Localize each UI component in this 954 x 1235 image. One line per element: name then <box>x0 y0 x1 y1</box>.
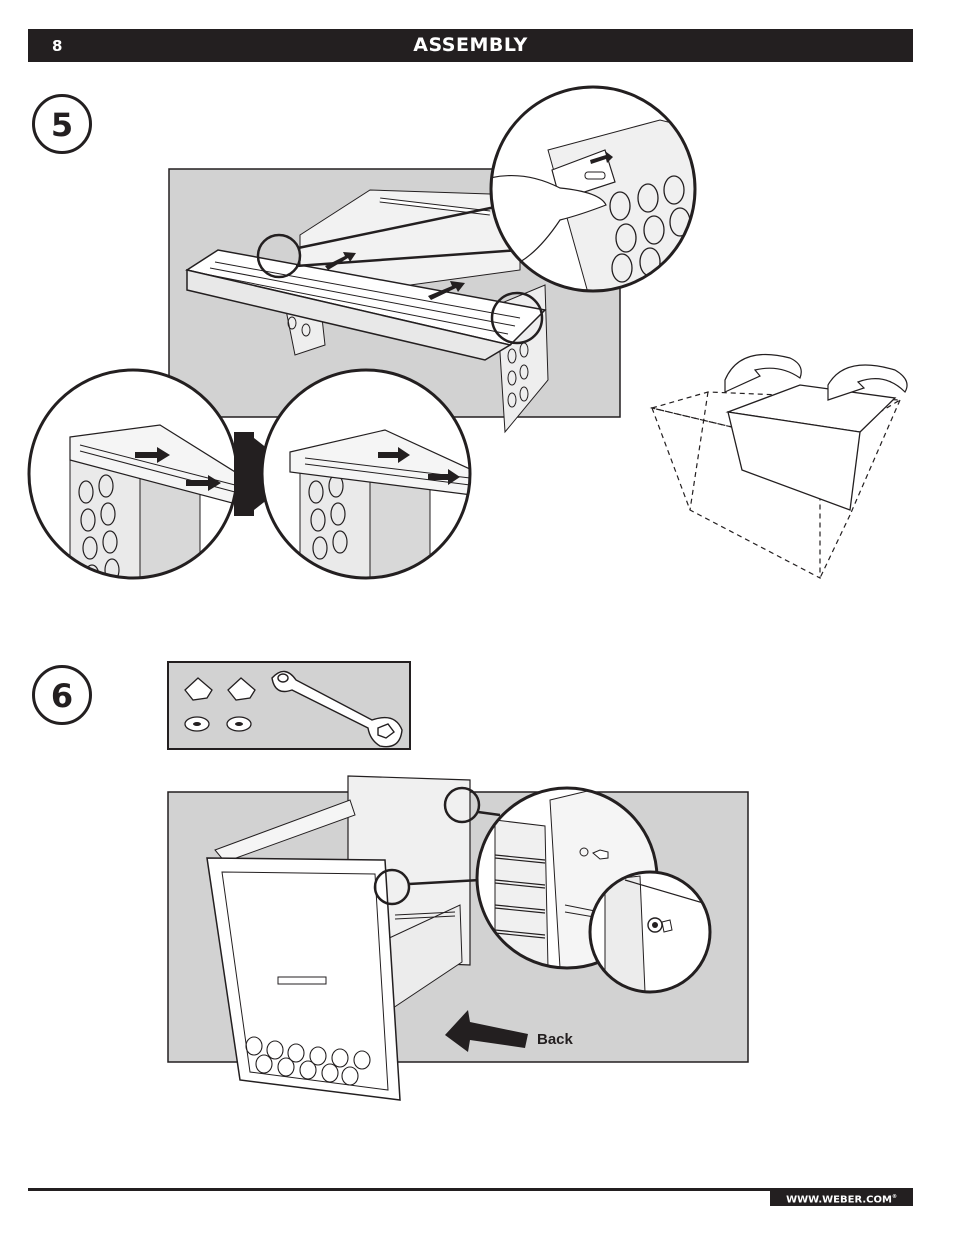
website-url: WWW.WEBER.COM <box>786 1194 892 1205</box>
step-6-illustration <box>168 662 748 1100</box>
back-direction-label: Back <box>537 1031 573 1048</box>
registered-mark: ® <box>892 1194 897 1200</box>
step-5-illustration <box>29 86 907 587</box>
footer-website[interactable]: WWW.WEBER.COM® <box>770 1188 913 1206</box>
